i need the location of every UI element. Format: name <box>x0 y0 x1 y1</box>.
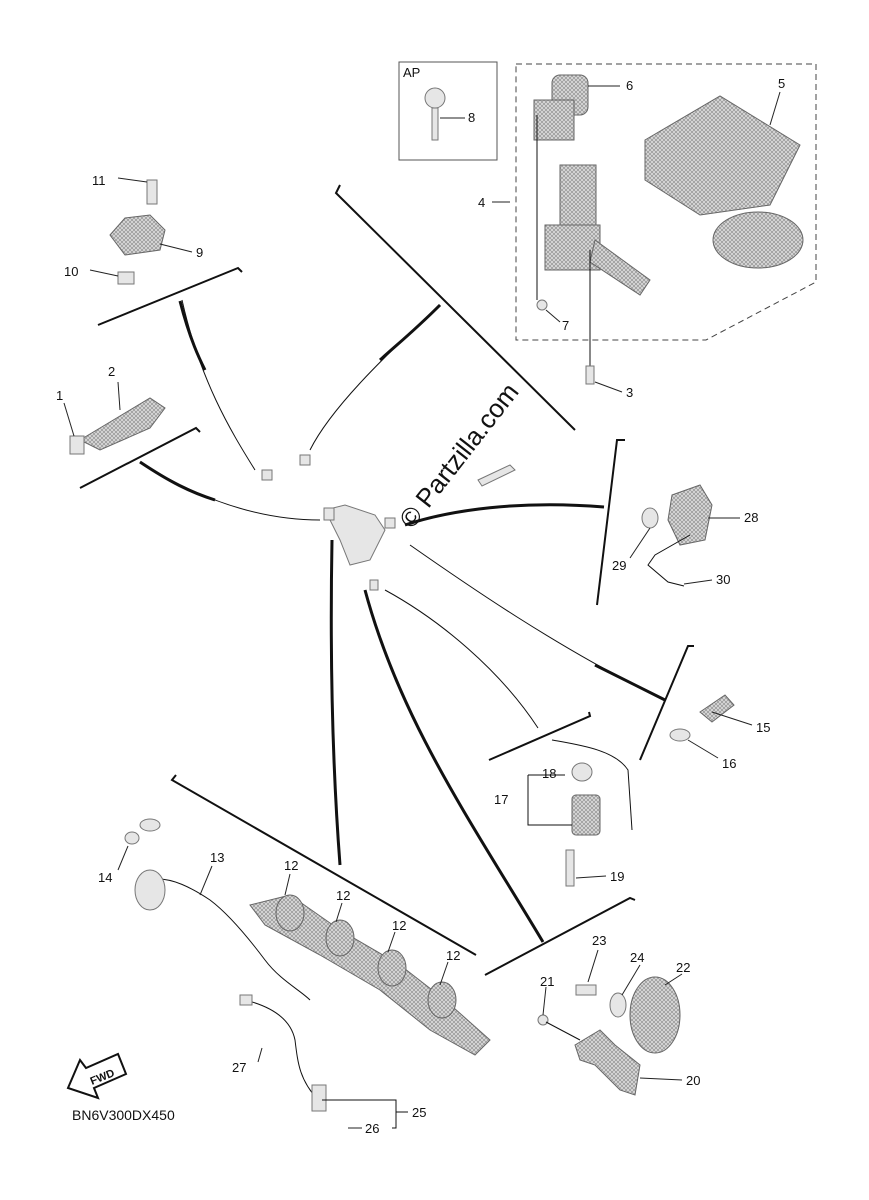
part-26[interactable] <box>311 1084 327 1112</box>
bracket-25 <box>322 1099 408 1129</box>
part-8[interactable] <box>424 87 446 141</box>
part-10[interactable] <box>117 271 135 285</box>
callout-2: 2 <box>108 364 115 379</box>
callout-29: 29 <box>612 558 626 573</box>
frame-top-middle <box>334 184 576 431</box>
callout-17: 17 <box>494 792 508 807</box>
bracket-17 <box>527 774 572 826</box>
callout-7: 7 <box>562 318 569 333</box>
callout-21: 21 <box>540 974 554 989</box>
leader-top-middle <box>309 304 441 451</box>
callout-5: 5 <box>778 76 785 91</box>
part-13[interactable] <box>134 869 311 1001</box>
part-6[interactable] <box>533 74 589 141</box>
callout-22: 22 <box>676 960 690 975</box>
leader-right-middle-thick <box>594 663 666 702</box>
callout-30: 30 <box>716 572 730 587</box>
callout-12-c: 12 <box>392 918 406 933</box>
center-engine-assembly <box>261 454 516 591</box>
part-19[interactable] <box>565 849 575 887</box>
part-9[interactable] <box>109 214 166 256</box>
leader-bottom-right <box>363 589 545 943</box>
part-2[interactable] <box>78 397 166 451</box>
callout-3: 3 <box>626 385 633 400</box>
part-15[interactable] <box>699 694 735 723</box>
callout-4: 4 <box>478 195 485 210</box>
callout-6: 6 <box>626 78 633 93</box>
callout-11: 11 <box>92 173 106 188</box>
part-5[interactable] <box>644 95 801 216</box>
watermark: © Partzilla.com <box>393 377 525 534</box>
callout-28: 28 <box>744 510 758 525</box>
frame-left <box>79 426 201 489</box>
callout-15: 15 <box>756 720 770 735</box>
part-20[interactable] <box>574 1029 641 1096</box>
frame-bottom-left <box>170 774 477 956</box>
frame-top-left <box>97 266 243 326</box>
leader-middle-small <box>384 589 539 729</box>
callout-12-d: 12 <box>446 948 460 963</box>
callout-12-a: 12 <box>284 858 298 873</box>
callout-16: 16 <box>722 756 736 771</box>
part-29[interactable] <box>641 507 659 529</box>
leader-left-thick <box>139 460 216 502</box>
part-1[interactable] <box>69 435 85 455</box>
part-3[interactable] <box>585 250 595 385</box>
part-17[interactable] <box>571 794 601 836</box>
callout-19: 19 <box>610 869 624 884</box>
part-pump-body[interactable] <box>544 164 651 296</box>
part-16[interactable] <box>669 728 691 742</box>
part-12-camshaft[interactable] <box>249 894 491 1056</box>
leader-right-middle <box>409 544 666 701</box>
part-24[interactable] <box>609 992 627 1018</box>
callout-18: 18 <box>542 766 556 781</box>
part-18[interactable] <box>571 762 593 782</box>
leader-top-middle-thick <box>378 303 442 362</box>
frame-middle-small <box>488 711 592 761</box>
callout-20: 20 <box>686 1073 700 1088</box>
callout-24: 24 <box>630 950 644 965</box>
callout-1: 1 <box>56 388 63 403</box>
leader-right-upper <box>404 503 605 527</box>
callout-8: 8 <box>468 110 475 125</box>
part-11[interactable] <box>146 179 158 205</box>
leader-left <box>139 461 321 521</box>
part-17-wire[interactable] <box>551 739 633 831</box>
part-28[interactable] <box>667 484 713 546</box>
part-7[interactable] <box>536 299 548 311</box>
callout-10: 10 <box>64 264 78 279</box>
leader-camshaft <box>329 539 342 866</box>
callout-9: 9 <box>196 245 203 260</box>
leader-top-left-thick <box>178 300 207 371</box>
callout-23: 23 <box>592 933 606 948</box>
ap-box-label: AP <box>403 65 420 80</box>
leader-top-left <box>181 299 256 471</box>
fwd-arrow-icon: FWD <box>66 1052 128 1100</box>
part-23[interactable] <box>575 984 597 996</box>
callout-14: 14 <box>98 870 112 885</box>
part-gasket[interactable] <box>712 211 804 269</box>
ap-box: AP 8 <box>398 61 498 161</box>
callout-25: 25 <box>412 1105 426 1120</box>
callout-27: 27 <box>232 1060 246 1075</box>
frame-right-upper <box>596 439 625 606</box>
part-22[interactable] <box>629 976 681 1054</box>
kit-box: 6 5 7 <box>515 63 817 341</box>
callout-12-b: 12 <box>336 888 350 903</box>
callout-13: 13 <box>210 850 224 865</box>
part-14[interactable] <box>124 818 161 845</box>
callout-26: 26 <box>365 1121 379 1136</box>
diagram-code: BN6V300DX450 <box>72 1107 175 1123</box>
part-30[interactable] <box>647 534 691 587</box>
frame-right-middle <box>639 645 694 761</box>
frame-bottom-right <box>484 896 636 976</box>
part-21[interactable] <box>537 1014 581 1041</box>
part-27[interactable] <box>239 994 319 1101</box>
